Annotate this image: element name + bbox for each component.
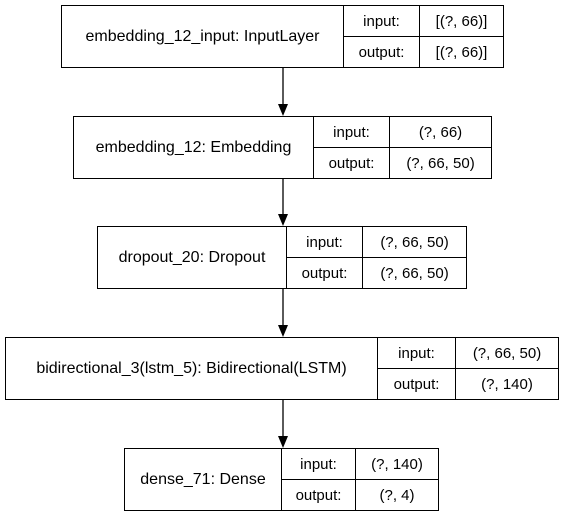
node-title: dense_71: Dense — [125, 449, 282, 510]
io-table: input: (?, 66, 50) output: (?, 140) — [378, 338, 558, 399]
input-row: input: (?, 140) — [282, 449, 438, 479]
output-shape: (?, 4) — [379, 486, 415, 504]
input-label: input: — [378, 338, 456, 368]
input-label: input: — [282, 449, 356, 479]
output-shape: (?, 66, 50) — [406, 154, 475, 172]
io-table: input: (?, 66) output: (?, 66, 50) — [314, 117, 491, 178]
output-label: output: — [378, 369, 456, 399]
output-label: output: — [282, 480, 356, 510]
output-row: output: (?, 140) — [378, 368, 558, 399]
output-label: output: — [314, 148, 390, 178]
node-title: embedding_12_input: InputLayer — [62, 6, 344, 67]
arrowhead-4 — [278, 436, 288, 448]
node-embedding-12: embedding_12: Embedding input: (?, 66) o… — [73, 116, 492, 179]
input-row: input: (?, 66) — [314, 117, 491, 147]
input-row: input: (?, 66, 50) — [378, 338, 558, 368]
io-table: input: [(?, 66)] output: [(?, 66)] — [344, 6, 503, 67]
input-label: input: — [314, 117, 390, 147]
io-table: input: (?, 140) output: (?, 4) — [282, 449, 438, 510]
output-shape: (?, 140) — [481, 375, 533, 393]
output-label: output: — [344, 37, 420, 67]
arrowhead-1 — [278, 104, 288, 116]
output-row: output: (?, 66, 50) — [314, 147, 491, 178]
input-shape: (?, 66) — [418, 123, 463, 141]
node-dropout-20: dropout_20: Dropout input: (?, 66, 50) o… — [97, 226, 467, 289]
input-shape: (?, 66, 50) — [380, 233, 449, 251]
arrowhead-2 — [278, 214, 288, 226]
io-table: input: (?, 66, 50) output: (?, 66, 50) — [287, 227, 466, 288]
output-label: output: — [287, 258, 363, 288]
node-title: dropout_20: Dropout — [98, 227, 287, 288]
node-title: bidirectional_3(lstm_5): Bidirectional(L… — [6, 338, 378, 399]
node-bidirectional-3: bidirectional_3(lstm_5): Bidirectional(L… — [5, 337, 559, 400]
output-row: output: [(?, 66)] — [344, 36, 503, 67]
input-shape: (?, 140) — [371, 455, 423, 473]
input-row: input: (?, 66, 50) — [287, 227, 466, 257]
node-title: embedding_12: Embedding — [74, 117, 314, 178]
output-shape: [(?, 66)] — [435, 43, 488, 61]
node-embedding-12-input: embedding_12_input: InputLayer input: [(… — [61, 5, 504, 68]
arrowhead-3 — [278, 325, 288, 337]
output-row: output: (?, 4) — [282, 479, 438, 510]
input-shape: (?, 66, 50) — [472, 344, 542, 362]
input-shape: [(?, 66)] — [435, 12, 488, 30]
input-label: input: — [287, 227, 363, 257]
output-shape: (?, 66, 50) — [380, 264, 449, 282]
input-label: input: — [344, 6, 420, 36]
input-row: input: [(?, 66)] — [344, 6, 503, 36]
output-row: output: (?, 66, 50) — [287, 257, 466, 288]
node-dense-71: dense_71: Dense input: (?, 140) output: … — [124, 448, 439, 511]
